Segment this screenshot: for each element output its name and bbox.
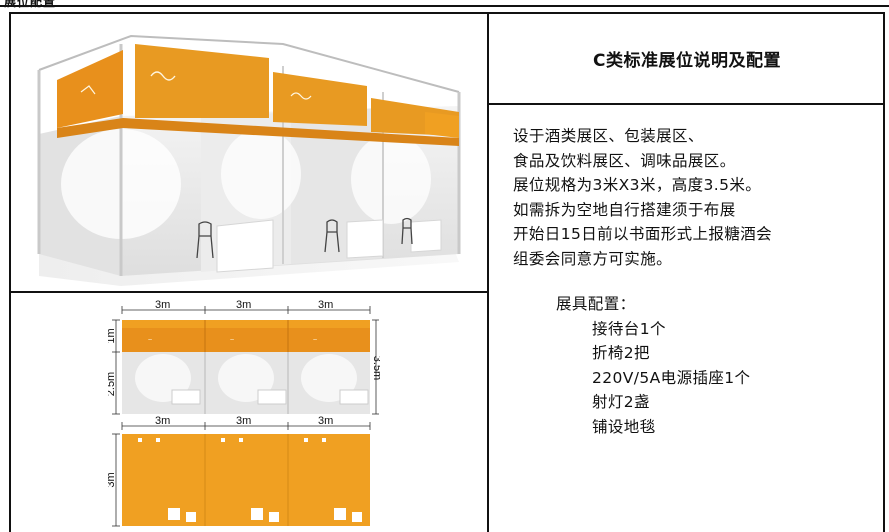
header-fragment: 展位配置 (4, 0, 56, 10)
plan-width-label-2: 3m (236, 415, 251, 427)
description-line: 组委会同意方可实施。 (513, 249, 673, 268)
equipment-list: 接待台1个 折椅2把 220V/5A电源插座1个 射灯2盏 铺设地毯 (556, 317, 750, 440)
equipment-item: 接待台1个 (592, 319, 666, 338)
description-line: 展位规格为3米X3米，高度3.5米。 (513, 176, 762, 194)
vertical-divider (487, 12, 489, 532)
plan-depth-label: 3m (108, 472, 117, 487)
description-line: 设于酒类展区、包装展区、 (513, 127, 704, 145)
front-width-label-3: 3m (318, 299, 333, 311)
front-width-label-1: 3m (155, 299, 170, 311)
front-elevation-diagram: 3m 3m 3m ~ ~ ~ 1m 2.5m 3.5m (108, 299, 380, 415)
description-line: 开始日15日前以书面形式上报糖酒会 (513, 225, 773, 243)
wall-height-label: 2.5m (108, 372, 117, 396)
left-horizontal-divider (9, 291, 489, 293)
header-rule (0, 5, 889, 7)
description-line: 食品及饮料展区、调味品展区。 (513, 151, 736, 170)
equipment-heading: 展具配置： (556, 295, 636, 313)
plan-width-label-3: 3m (318, 415, 333, 427)
right-horizontal-divider (487, 103, 885, 105)
panel-title: C类标准展位说明及配置 (593, 51, 781, 71)
total-height-label: 3.5m (371, 356, 380, 380)
fascia-height-label: 1m (108, 328, 117, 343)
svg-text:~: ~ (148, 337, 152, 344)
layout-frame (9, 12, 885, 532)
svg-text:~: ~ (230, 337, 234, 344)
equipment-item: 射灯2盏 (592, 393, 650, 411)
description-line: 如需拆为空地自行搭建须于布展 (513, 200, 736, 219)
floor-plan-diagram: 3m 3m 3m 3m (108, 415, 371, 527)
equipment-item: 折椅2把 (592, 344, 650, 362)
front-width-label-2: 3m (236, 299, 251, 311)
svg-text:~: ~ (313, 337, 317, 344)
equipment-block: 展具配置： 接待台1个 折椅2把 220V/5A电源插座1个 射灯2盏 铺设地毯 (556, 292, 750, 439)
equipment-item: 220V/5A电源插座1个 (592, 368, 751, 387)
equipment-item: 铺设地毯 (592, 417, 656, 436)
description-block: 设于酒类展区、包装展区、 食品及饮料展区、调味品展区。 展位规格为3米X3米，高… (513, 124, 873, 271)
booth-perspective-illustration (37, 34, 461, 286)
page-header: 展位配置 (0, 0, 889, 10)
plan-width-label-1: 3m (155, 415, 170, 427)
